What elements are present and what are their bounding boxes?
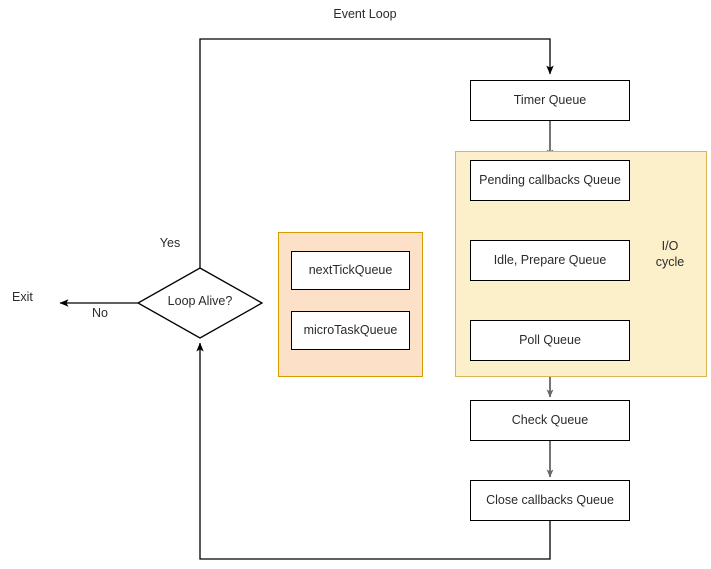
node-pending-callbacks-queue[interactable]: Pending callbacks Queue [470, 160, 630, 201]
node-idle-prepare-queue[interactable]: Idle, Prepare Queue [470, 240, 630, 281]
node-poll-queue[interactable]: Poll Queue [470, 320, 630, 361]
io-cycle-label: I/O cycle [655, 239, 685, 269]
node-check-queue[interactable]: Check Queue [470, 400, 630, 441]
loop-alive-decision-label: Loop Alive? [167, 294, 233, 308]
edge-label-yes: Yes [159, 236, 181, 250]
node-micro-task-queue[interactable]: microTaskQueue [291, 311, 410, 350]
exit-terminal-label: Exit [12, 290, 33, 304]
edge-label-no: No [92, 306, 108, 320]
node-next-tick-queue[interactable]: nextTickQueue [291, 251, 410, 290]
node-timer-queue[interactable]: Timer Queue [470, 80, 630, 121]
node-close-callbacks-queue[interactable]: Close callbacks Queue [470, 480, 630, 521]
diagram-title: Event Loop [333, 7, 397, 21]
